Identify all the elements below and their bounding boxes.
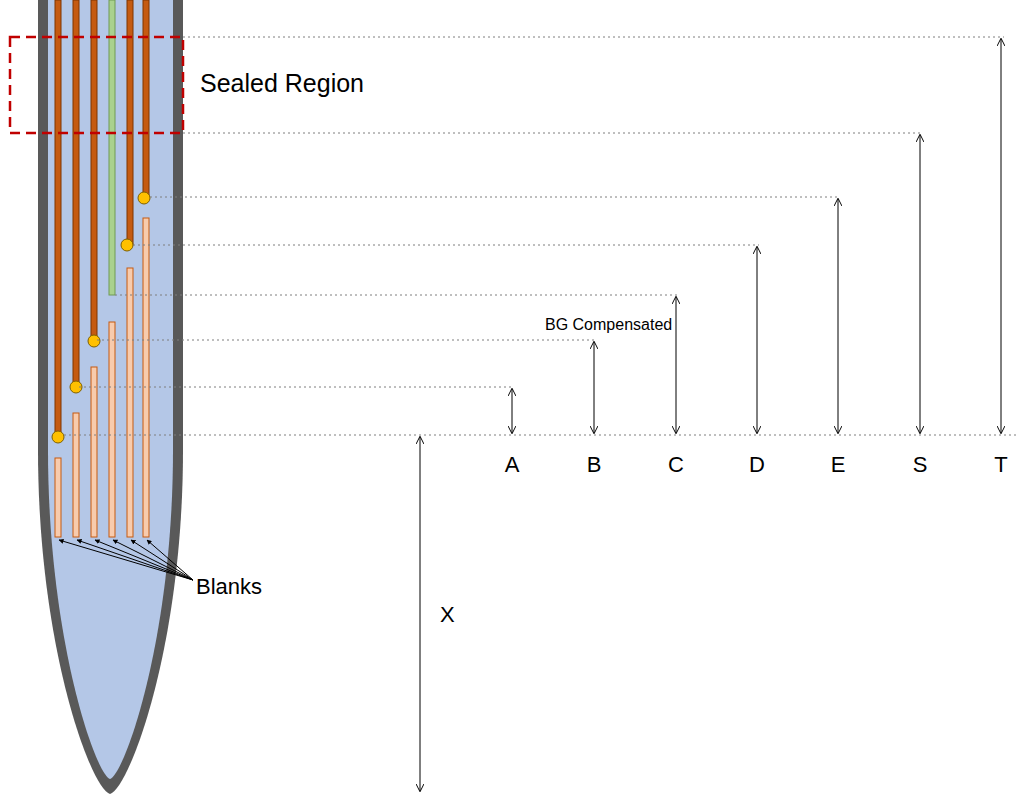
dimension-letter: C: [668, 453, 684, 477]
sealed-region-box: [10, 37, 183, 133]
part-label: Blanks: [196, 575, 262, 599]
region-label: Sealed Region: [200, 70, 364, 98]
reference-lines: [64, 37, 1019, 435]
dimension-letter: S: [913, 453, 928, 477]
dimension-letter: A: [505, 453, 520, 477]
dimension-letter: D: [749, 453, 765, 477]
dimension-letter: T: [994, 453, 1007, 477]
note-label: BG Compensated: [545, 316, 672, 334]
blanks-leaders: [59, 540, 193, 580]
thermocouple-wires: [55, 0, 149, 437]
probe-sheath: [38, 0, 183, 794]
dimension-letter: E: [831, 453, 846, 477]
probe-filling: [48, 0, 173, 779]
dimension-letter: X: [440, 603, 455, 627]
dimension-letter: B: [587, 453, 602, 477]
dimension-arrows: [420, 39, 1001, 791]
junction-dots: [52, 192, 150, 443]
blank-rods: [55, 218, 149, 537]
